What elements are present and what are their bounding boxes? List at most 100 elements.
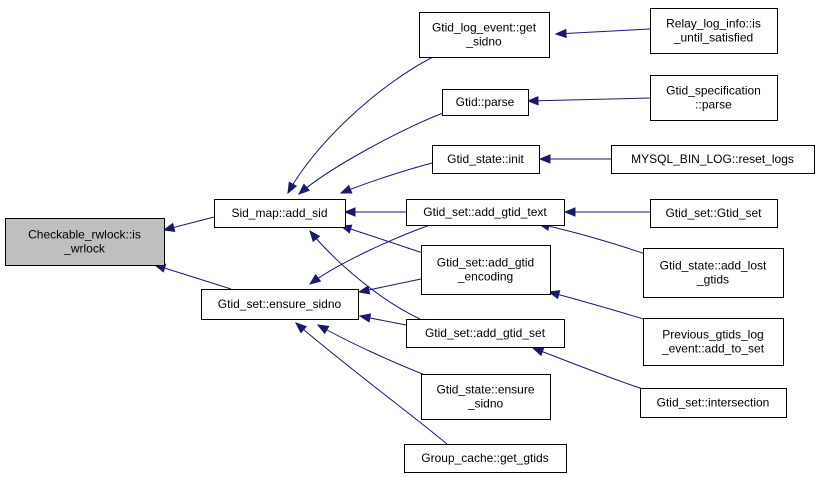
node-gtid-log-event-get-sidno[interactable]: Gtid_log_event::get_sidno xyxy=(419,12,550,58)
edge-line xyxy=(527,97,651,102)
node-box xyxy=(214,199,346,228)
edge-gtid_set_add_gtid_text-to-gtid_set_ensure_sidno xyxy=(308,224,431,285)
edge-gtid_log_event_get_sidno-to-sid_map_add_sid xyxy=(287,56,434,195)
node-label: Previous_gtids_log xyxy=(662,328,763,342)
arrowhead-icon xyxy=(357,285,371,295)
arrowhead-icon xyxy=(162,222,176,232)
node-layer: Checkable_rwlock::is_wrlock Sid_map::add_… xyxy=(5,8,815,473)
node-label: _event::add_to_set xyxy=(661,342,765,356)
edge-gtid_state_add_lost_gtids-to-gtid_set_add_gtid_text xyxy=(537,221,649,256)
arrowhead-icon xyxy=(531,347,545,357)
node-box xyxy=(650,8,778,54)
edge-line xyxy=(548,291,648,321)
node-gtid-set-gtid-set[interactable]: Gtid_set::Gtid_set xyxy=(650,199,778,228)
node-label: Gtid_set::ensure_sidno xyxy=(218,297,342,311)
node-label: _wrlock xyxy=(63,242,106,256)
node-box xyxy=(643,318,784,366)
edge-mysql_bin_log_reset_logs-to-gtid_state_init xyxy=(538,154,611,164)
node-label: Gtid_set::add_gtid_set xyxy=(425,326,546,340)
edge-gtid_set_add_gtid_encoding-to-gtid_set_ensure_sidno xyxy=(357,278,422,295)
node-label: Gtid_set::add_gtid_text xyxy=(423,205,547,219)
edge-gtid_set_ensure_sidno-to-checkable xyxy=(153,263,232,290)
arrowhead-icon xyxy=(538,154,551,164)
node-label: Gtid::parse xyxy=(456,95,515,109)
node-gtid-state-ensure-sidno[interactable]: Gtid_state::ensure_sidno xyxy=(421,374,551,420)
edge-line xyxy=(309,224,431,285)
edge-gtid_set_intersection-to-gtid_set_add_gtid_set xyxy=(531,347,644,390)
arrowhead-icon xyxy=(563,207,576,217)
node-relay-log-info[interactable]: Relay_log_info::is_until_satisfied xyxy=(650,8,778,54)
node-label: Sid_map::add_sid xyxy=(231,206,327,220)
arrowhead-icon xyxy=(343,207,356,217)
edge-gtid_specification_parse-to-gtid_parse xyxy=(526,96,651,106)
node-sid-map-add-sid[interactable]: Sid_map::add_sid xyxy=(214,199,346,228)
edge-line xyxy=(358,278,422,293)
arrowhead-icon xyxy=(316,324,330,335)
node-label: Gtid_log_event::get xyxy=(432,21,537,35)
node-checkable[interactable]: Checkable_rwlock::is_wrlock xyxy=(5,218,165,266)
node-box xyxy=(611,145,815,174)
arrowhead-icon xyxy=(547,290,561,300)
node-gtid-set-add-gtid-text[interactable]: Gtid_set::add_gtid_text xyxy=(406,199,565,226)
edge-gtid_set_gtid_set-to-gtid_set_add_gtid_text xyxy=(563,207,650,217)
arrowhead-icon xyxy=(294,322,308,334)
node-mysql-bin-log-reset-logs[interactable]: MYSQL_BIN_LOG::reset_logs xyxy=(611,145,815,174)
node-box xyxy=(421,245,551,295)
node-label: _until_satisfied xyxy=(673,31,753,45)
node-label: Gtid_set::Gtid_set xyxy=(665,206,762,220)
node-label: MYSQL_BIN_LOG::reset_logs xyxy=(631,152,794,166)
node-box xyxy=(5,218,165,266)
node-gtid-specification-parse[interactable]: Gtid_specification::parse xyxy=(650,75,778,121)
node-label: Gtid_set::add_gtid xyxy=(437,256,534,270)
edge-sid_map_add_sid-to-checkable xyxy=(162,216,215,232)
edge-line xyxy=(555,28,651,35)
arrowhead-icon xyxy=(297,183,311,195)
node-gtid-set-intersection[interactable]: Gtid_set::intersection xyxy=(640,388,787,418)
node-label: ::parse xyxy=(695,98,732,112)
node-label: Gtid_state::init xyxy=(447,152,524,166)
edge-layer xyxy=(153,28,651,445)
node-box xyxy=(406,199,565,226)
node-group-cache-get-gtids[interactable]: Group_cache::get_gtids xyxy=(404,444,567,473)
node-label: Gtid_state::ensure xyxy=(436,383,534,397)
arrowhead-icon xyxy=(554,28,567,39)
node-gtid-set-add-gtid-encoding[interactable]: Gtid_set::add_gtid_encoding xyxy=(421,245,551,295)
node-label: Checkable_rwlock::is xyxy=(28,228,141,242)
edge-group_cache_get_gtids-to-gtid_set_ensure_sidno xyxy=(294,322,448,445)
node-box xyxy=(432,145,540,174)
node-gtid-state-init[interactable]: Gtid_state::init xyxy=(432,145,540,174)
edge-relay_log_info-to-gtid_log_event_get_sidno xyxy=(554,28,651,39)
edge-previous_gtids_log_event-to-gtid_set_add_gtid_encoding xyxy=(547,290,648,321)
arrowhead-icon xyxy=(339,184,353,194)
edge-line xyxy=(295,322,448,445)
arrowhead-icon xyxy=(287,181,298,195)
node-gtid-state-add-lost-gtids[interactable]: Gtid_state::add_lost_gtids xyxy=(643,248,784,298)
node-label: _sidno xyxy=(467,397,504,411)
arrowhead-icon xyxy=(308,273,322,285)
node-box xyxy=(640,388,787,418)
node-label: Gtid_specification xyxy=(666,84,761,98)
node-box xyxy=(643,248,784,298)
node-label: Group_cache::get_gtids xyxy=(421,451,548,465)
node-gtid-set-ensure-sidno[interactable]: Gtid_set::ensure_sidno xyxy=(201,289,359,320)
edge-line xyxy=(340,162,433,194)
node-label: Relay_log_info::is xyxy=(666,17,761,31)
node-gtid-parse[interactable]: Gtid::parse xyxy=(442,89,529,116)
node-box xyxy=(406,319,565,348)
edge-line xyxy=(538,223,649,256)
node-label: _gtids xyxy=(696,273,729,287)
edge-gtid_set_add_gtid_encoding-to-sid_map_add_sid xyxy=(339,224,430,256)
node-previous-gtids-log-event[interactable]: Previous_gtids_log_event::add_to_set xyxy=(643,318,784,366)
node-label: Gtid_set::intersection xyxy=(657,396,770,410)
edge-line xyxy=(154,264,232,290)
edge-gtid_parse-to-sid_map_add_sid xyxy=(297,112,444,195)
node-box xyxy=(442,89,529,116)
edge-gtid_state_ensure_sidno-to-gtid_set_ensure_sidno xyxy=(316,324,431,378)
edge-gtid_set_add_gtid_set-to-sid_map_add_sid xyxy=(309,229,421,320)
node-box xyxy=(419,12,550,58)
node-label: Gtid_state::add_lost xyxy=(660,259,767,273)
node-box xyxy=(201,289,359,320)
node-gtid-set-add-gtid-set[interactable]: Gtid_set::add_gtid_set xyxy=(406,319,565,348)
edge-gtid_set_add_gtid_text-to-sid_map_add_sid xyxy=(343,207,406,217)
